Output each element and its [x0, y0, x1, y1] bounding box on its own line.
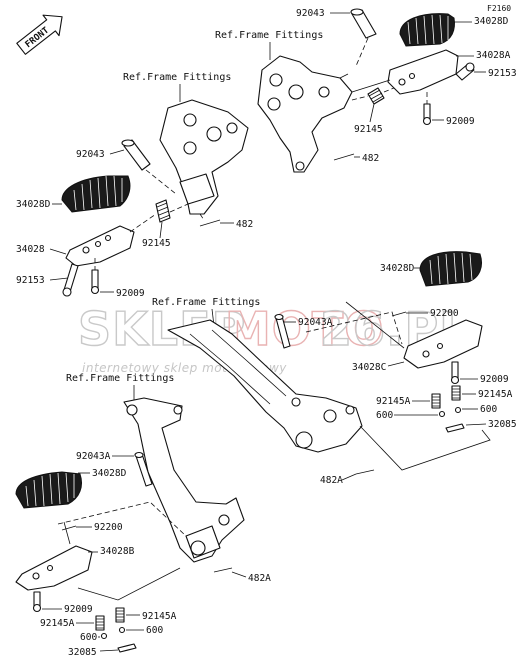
washer-600-bottom-right	[118, 626, 126, 634]
label-92200-bottom-left: 92200	[94, 522, 123, 533]
label-92009-bottom-left: 92009	[64, 604, 93, 615]
label-482A-bottom-left: 482A	[248, 573, 271, 584]
bracket-top-left	[159, 99, 249, 215]
cotter-pin-32085-middle	[445, 423, 465, 433]
label-92009-middle: 92009	[480, 374, 509, 385]
label-92153-top-right: 92153	[488, 68, 517, 79]
label-92145A-middle-left: 92145A	[376, 396, 411, 407]
label-34028D-top-left: 34028D	[16, 199, 51, 210]
footpeg-34028A-top-right	[387, 49, 459, 95]
pin-482-top-left	[199, 219, 221, 227]
label-92153-top-left: 92153	[16, 275, 45, 286]
label-92145-top-left: 92145	[142, 238, 171, 249]
bolt-92009-bottom-left	[33, 591, 41, 607]
pin-482A-bottom-left	[213, 567, 233, 573]
label-92043-top-right: 92043	[296, 8, 325, 19]
label-92145A-middle-right: 92145A	[478, 389, 513, 400]
pin-482-top-right	[333, 153, 355, 161]
rear-bracket-right	[167, 319, 363, 453]
top-right-assembly: Ref.Frame Fittings 92043 34028D 34028A 9	[215, 8, 517, 173]
bracket-top-right	[257, 55, 353, 173]
label-600-middle-right: 600	[480, 404, 497, 415]
spring-92145-top-right	[367, 87, 385, 105]
front-arrow: FRONT	[16, 14, 63, 55]
footpeg-34028B-bottom-left	[15, 545, 93, 591]
diagram-code: F2160	[487, 4, 511, 13]
label-482A-middle: 482A	[320, 475, 343, 486]
pin-482A-middle	[355, 469, 375, 475]
washer-600-middle-left	[438, 410, 446, 418]
label-34028D-top-right: 34028D	[474, 16, 509, 27]
bottom-left-assembly: Ref.Frame Fittings 92043A 34028D 92200 3…	[15, 373, 271, 658]
ref-frame-fittings-middle: Ref.Frame Fittings	[152, 297, 260, 308]
label-34028B-bottom-left: 34028B	[100, 546, 135, 557]
spring-92145A-middle-right	[451, 385, 461, 401]
spring-92145A-middle-left	[431, 393, 441, 409]
washer-92200-middle	[391, 311, 407, 317]
washer-600-middle-right	[454, 406, 462, 414]
label-92009-top-left: 92009	[116, 288, 145, 299]
cotter-pin-32085-bottom-left	[117, 643, 137, 653]
label-92043A-middle: 92043A	[298, 317, 333, 328]
label-600-middle-left: 600	[376, 410, 393, 421]
label-92009-top-right: 92009	[446, 116, 475, 127]
label-34028C-middle: 34028C	[352, 362, 386, 373]
spring-92145A-bottom-left	[95, 615, 105, 631]
bolt-92009-middle	[451, 361, 459, 379]
label-34028A-top-right: 34028A	[476, 50, 511, 61]
label-92043A-bottom-left: 92043A	[76, 451, 111, 462]
bolt-92009-top-left	[91, 269, 99, 289]
ref-frame-fittings-top-right: Ref.Frame Fittings	[215, 30, 323, 41]
watermark: SKLEP MOTO 26.PL internetowy sklep motoc…	[77, 301, 469, 375]
footpeg-rubber-34028D-top-right	[399, 13, 455, 47]
middle-right-assembly: Ref.Frame Fittings 34028D 92043A 92200 3…	[152, 251, 517, 486]
label-92043-top-left: 92043	[76, 149, 105, 160]
watermark-brand-b: MOTO	[225, 302, 384, 356]
spring-92145A-bottom-right	[115, 607, 125, 623]
ref-frame-fittings-top-left: Ref.Frame Fittings	[123, 72, 231, 83]
footpeg-rubber-34028D-top-left	[61, 175, 131, 213]
label-92145-top-right: 92145	[354, 124, 383, 135]
label-482-top-left: 482	[236, 219, 253, 230]
washer-92200-bottom-left	[61, 525, 77, 531]
label-482-top-right: 482	[362, 153, 379, 164]
spring-92145-top-left	[155, 199, 171, 223]
top-left-assembly: Ref.Frame Fittings 92043 34028D 34028	[16, 72, 253, 299]
label-92145A-bottom-left: 92145A	[40, 618, 75, 629]
label-92145A-bottom-right: 92145A	[142, 611, 177, 622]
footpeg-rubber-34028D-bottom-left	[15, 471, 82, 509]
label-600-bottom-right: 600	[146, 625, 163, 636]
washer-600-bottom-left	[100, 632, 108, 640]
label-600-bottom-left: 600	[80, 632, 97, 643]
label-34028-top-left: 34028	[16, 244, 45, 255]
label-92200-middle: 92200	[430, 308, 459, 319]
footpeg-rubber-34028D-middle	[419, 251, 482, 287]
label-34028D-middle: 34028D	[380, 263, 415, 274]
label-32085-bottom-left: 32085	[68, 647, 97, 658]
rear-bracket-left	[123, 397, 245, 563]
ref-frame-fittings-bottom-left: Ref.Frame Fittings	[66, 373, 174, 384]
label-32085-middle: 32085	[488, 419, 517, 430]
label-34028D-bottom-left: 34028D	[92, 468, 127, 479]
